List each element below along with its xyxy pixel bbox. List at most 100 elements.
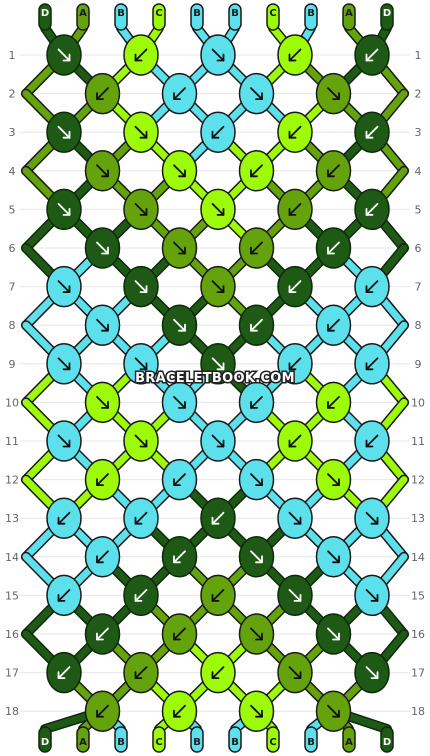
strand-letter: D bbox=[41, 8, 49, 19]
strand-cap bbox=[266, 3, 280, 31]
strand-cap bbox=[152, 726, 166, 753]
row-number-right: 18 bbox=[411, 705, 425, 718]
arrow-down-left-icon bbox=[173, 704, 186, 718]
knot bbox=[238, 381, 275, 424]
arrow-down-right-icon bbox=[211, 434, 225, 448]
knot bbox=[84, 613, 121, 655]
strand-cap bbox=[304, 3, 318, 31]
knot bbox=[84, 150, 121, 192]
strand-cap bbox=[190, 726, 204, 753]
arrow-head-icon bbox=[327, 169, 335, 178]
arrow-head-icon bbox=[101, 246, 109, 255]
arrow-head-icon bbox=[62, 207, 71, 216]
knot bbox=[46, 265, 82, 308]
knot bbox=[354, 265, 390, 308]
arrow-head-icon bbox=[96, 632, 104, 641]
knot bbox=[200, 574, 236, 617]
arrow-down-left-icon bbox=[134, 666, 148, 679]
knot bbox=[123, 497, 159, 539]
knot bbox=[161, 72, 198, 115]
arrow-down-left-icon bbox=[134, 48, 148, 62]
knot bbox=[123, 265, 159, 308]
knot bbox=[46, 651, 82, 694]
arrow-head-icon bbox=[216, 207, 225, 216]
row-number-right: 11 bbox=[411, 435, 425, 448]
arrow-down-left-icon bbox=[365, 357, 379, 371]
knot bbox=[84, 536, 121, 578]
arrow-head-icon bbox=[365, 285, 374, 294]
arrow-head-icon bbox=[327, 246, 335, 255]
arrow-down-right-icon bbox=[250, 704, 263, 718]
row-number-right: 3 bbox=[415, 126, 422, 139]
strand-letter: D bbox=[383, 737, 391, 748]
arrow-down-left-icon bbox=[96, 704, 109, 718]
arrow-head-icon bbox=[178, 323, 186, 332]
strand-cap bbox=[266, 726, 280, 753]
knot bbox=[315, 227, 352, 269]
knot bbox=[161, 458, 198, 501]
arrow-head-icon bbox=[134, 53, 143, 62]
strand-cap bbox=[342, 3, 356, 31]
arrow-down-right-icon bbox=[57, 48, 71, 62]
arrow-head-icon bbox=[216, 439, 225, 448]
arrow-down-left-icon bbox=[134, 589, 148, 602]
arrow-down-right-icon bbox=[211, 48, 225, 62]
arrow-head-icon bbox=[332, 92, 340, 100]
arrow-down-left-icon bbox=[250, 318, 263, 332]
arrow-down-right-icon bbox=[96, 241, 109, 255]
arrow-down-right-icon bbox=[327, 87, 340, 100]
strand-cap bbox=[342, 726, 356, 753]
arrow-down-right-icon bbox=[327, 473, 340, 487]
knot bbox=[277, 420, 313, 462]
knot bbox=[161, 536, 198, 578]
strand-cap bbox=[152, 3, 166, 31]
arrow-down-right-icon bbox=[211, 202, 225, 216]
knot bbox=[161, 227, 198, 269]
knot bbox=[161, 304, 198, 346]
arrow-head-icon bbox=[293, 516, 302, 525]
knot bbox=[354, 188, 390, 231]
arrow-down-right-icon bbox=[57, 280, 71, 294]
arrow-head-icon bbox=[365, 130, 374, 139]
arrow-head-icon bbox=[62, 362, 71, 371]
arrow-down-right-icon bbox=[134, 357, 148, 371]
arrow-head-icon bbox=[216, 362, 225, 371]
arrow-down-left-icon bbox=[327, 395, 340, 409]
knot bbox=[46, 574, 82, 617]
arrow-head-icon bbox=[96, 478, 104, 487]
arrow-head-icon bbox=[288, 362, 297, 371]
arrow-down-right-icon bbox=[134, 280, 148, 294]
arrow-head-icon bbox=[173, 555, 181, 564]
knot bbox=[277, 343, 313, 385]
arrow-head-icon bbox=[139, 439, 148, 448]
arrow-down-left-icon bbox=[211, 589, 225, 602]
row-number-left: 12 bbox=[5, 474, 19, 487]
knot bbox=[123, 574, 159, 617]
strand-letter: A bbox=[345, 737, 353, 748]
arrow-down-left-icon bbox=[96, 627, 109, 641]
arrow-head-icon bbox=[178, 169, 186, 178]
knot bbox=[200, 188, 236, 231]
arrow-head-icon bbox=[288, 130, 297, 139]
row-number-right: 17 bbox=[411, 667, 425, 680]
arrow-down-right-icon bbox=[250, 627, 263, 641]
arrow-head-icon bbox=[178, 400, 186, 409]
arrow-down-right-icon bbox=[134, 125, 148, 139]
arrow-down-right-icon bbox=[57, 434, 71, 448]
arrow-head-icon bbox=[173, 632, 181, 641]
row-number-left: 5 bbox=[9, 203, 16, 216]
knot bbox=[277, 651, 313, 694]
arrow-down-left-icon bbox=[365, 434, 379, 448]
row-number-right: 12 bbox=[411, 474, 425, 487]
knot bbox=[315, 458, 352, 501]
strand-letter: D bbox=[41, 737, 49, 748]
strand-letter: D bbox=[383, 8, 391, 19]
arrow-down-left-icon bbox=[327, 318, 340, 332]
row-number-left: 6 bbox=[9, 242, 16, 255]
arrow-head-icon bbox=[288, 439, 297, 448]
strand-letter: C bbox=[155, 8, 162, 19]
row-number-right: 6 bbox=[415, 242, 422, 255]
arrow-head-icon bbox=[57, 594, 66, 602]
strand-cap bbox=[190, 3, 204, 31]
knot bbox=[46, 34, 82, 76]
